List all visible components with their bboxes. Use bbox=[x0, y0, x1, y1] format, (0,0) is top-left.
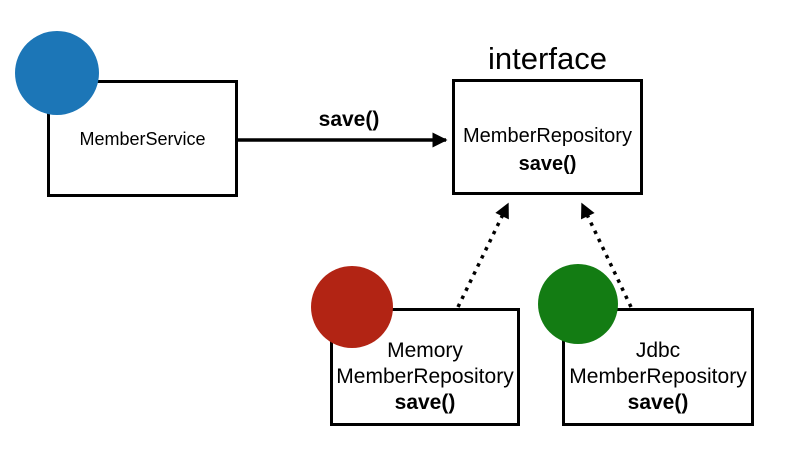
node-title: MemberRepository bbox=[463, 125, 632, 147]
interface-stereotype-label: interface bbox=[488, 41, 607, 76]
node-title-line2: MemberRepository bbox=[569, 365, 747, 388]
implements-arrow-memory bbox=[456, 202, 510, 308]
memory-member-repository-node: Memory MemberRepository save() bbox=[330, 308, 520, 426]
member-repository-node: MemberRepository save() bbox=[452, 79, 643, 195]
jdbc-member-repository-node: Jdbc MemberRepository save() bbox=[562, 308, 754, 426]
node-title-line2: MemberRepository bbox=[336, 365, 514, 388]
dependency-arrow-label: save() bbox=[318, 108, 380, 131]
node-method: save() bbox=[627, 391, 689, 414]
node-title-line1: Memory bbox=[387, 339, 463, 362]
node-method: save() bbox=[394, 391, 456, 414]
member-service-node: MemberService bbox=[47, 80, 238, 197]
implements-arrow-jdbc bbox=[580, 202, 633, 308]
node-method: save() bbox=[518, 153, 577, 175]
node-title: MemberService bbox=[79, 128, 206, 149]
node-title-line1: Jdbc bbox=[635, 339, 681, 362]
